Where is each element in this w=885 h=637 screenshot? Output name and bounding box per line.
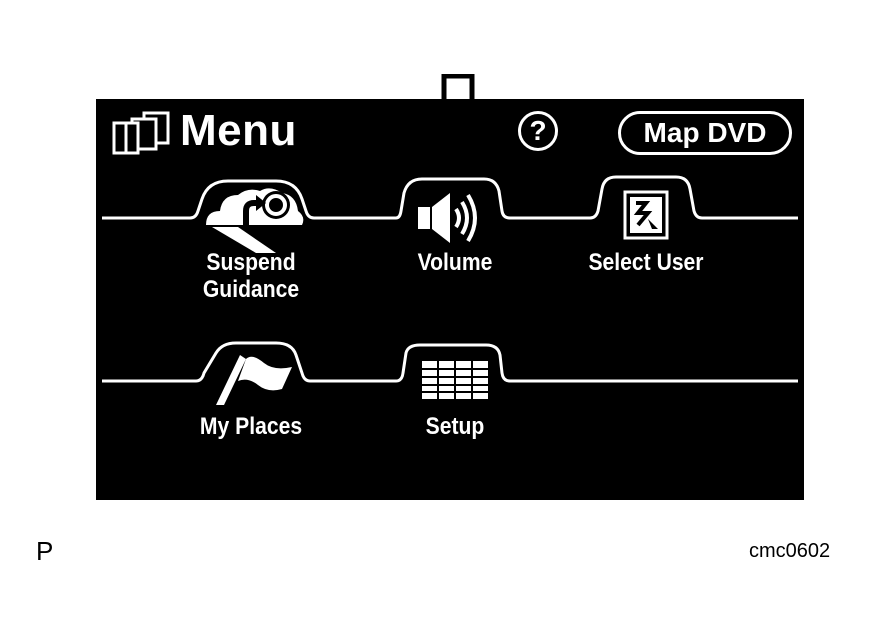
grid-setup-icon xyxy=(422,361,488,399)
menu-pages-icon xyxy=(112,111,170,155)
select-user-button[interactable]: Select User xyxy=(576,177,716,287)
help-button[interactable]: ? xyxy=(518,111,558,151)
row-1-divider xyxy=(102,175,798,220)
figure-code: cmc0602 xyxy=(749,540,831,562)
page-letter: P xyxy=(36,536,54,566)
volume-button[interactable]: Volume xyxy=(392,177,518,287)
row-2-divider xyxy=(102,341,798,383)
select-user-label: Select User xyxy=(588,249,704,276)
my-places-button[interactable]: My Places xyxy=(186,343,316,443)
speaker-icon xyxy=(418,193,477,243)
page-title: Menu xyxy=(180,106,297,155)
suspend-guidance-label: Suspend Guidance xyxy=(202,249,300,303)
suspend-guidance-button[interactable]: Suspend Guidance xyxy=(186,177,316,307)
volume-label: Volume xyxy=(417,249,493,276)
nav-menu-screen: Menu ? Map DVD Suspend Guidance Volu xyxy=(96,99,804,500)
user-card-icon xyxy=(623,190,669,240)
my-places-label: My Places xyxy=(199,413,303,440)
setup-label: Setup xyxy=(425,413,485,440)
setup-button[interactable]: Setup xyxy=(392,343,518,443)
flag-icon xyxy=(216,355,292,405)
suspend-guidance-icon xyxy=(206,188,304,253)
map-dvd-button[interactable]: Map DVD xyxy=(618,111,792,155)
